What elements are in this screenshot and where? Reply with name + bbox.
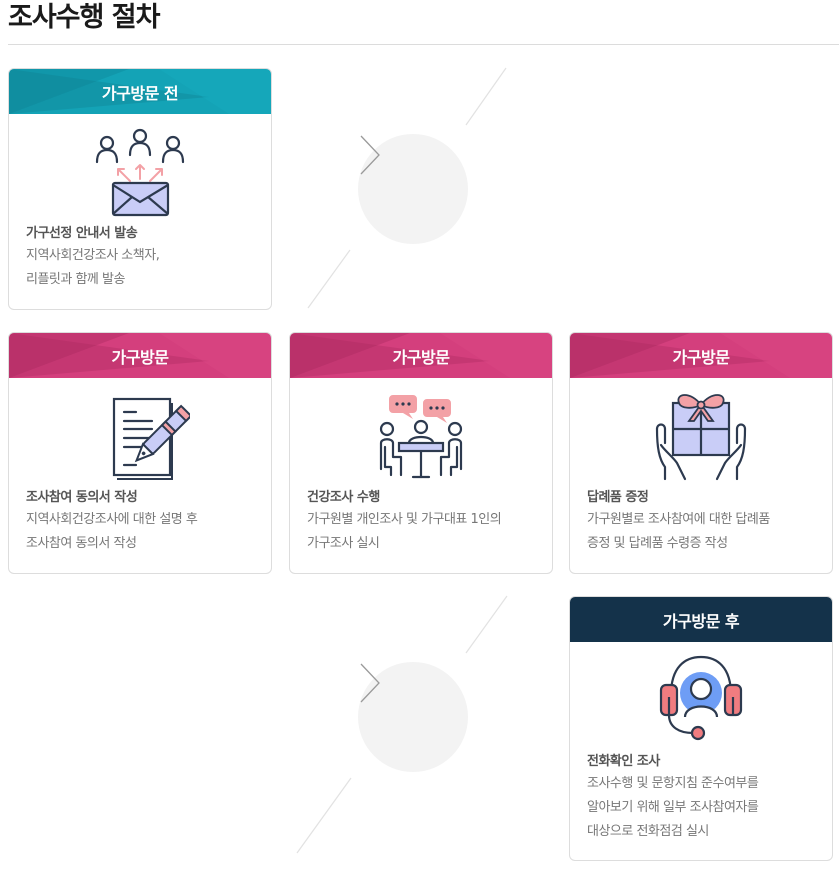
step-description: 지역사회건강조사 소책자, 리플릿과 함께 발송 xyxy=(26,248,160,287)
step-subtitle: 건강조사 수행 xyxy=(307,490,380,505)
headset-agent-icon xyxy=(570,642,832,752)
step-description: 가구원별 개인조사 및 가구대표 1인의 가구조사 실시 xyxy=(307,512,502,551)
page-title: 조사수행 절차 xyxy=(8,2,160,33)
step-card-after-visit: 가구방문 후 전화확인 조사 조사수행 및 문항지침 준수여부를 알아보기 위해… xyxy=(569,596,833,861)
connector-lines xyxy=(296,595,508,854)
next-arrow-button xyxy=(358,662,468,772)
step-header: 가구방문 xyxy=(570,333,832,378)
step-subtitle: 조사참여 동의서 작성 xyxy=(26,490,138,505)
step-connector xyxy=(290,60,530,320)
step-header-label: 가구방문 전 xyxy=(101,83,179,103)
chevron-right-icon xyxy=(360,663,380,703)
gift-hands-icon xyxy=(570,378,832,488)
step-description: 가구원별로 조사참여에 대한 답례품 증정 및 답례품 수령증 작성 xyxy=(587,512,770,551)
title-divider xyxy=(8,44,839,45)
step-header: 가구방문 전 xyxy=(9,69,271,114)
chevron-right-icon xyxy=(360,135,380,175)
meeting-table-icon xyxy=(290,378,552,488)
step-header-label: 가구방문 xyxy=(111,347,169,367)
step-header-label: 가구방문 xyxy=(672,347,730,367)
step-subtitle: 답례품 증정 xyxy=(587,490,649,505)
step-header: 가구방문 xyxy=(290,333,552,378)
step-subtitle: 가구선정 안내서 발송 xyxy=(26,226,138,241)
step-description: 조사수행 및 문항지침 준수여부를 알아보기 위해 일부 조사참여자를 대상으로… xyxy=(587,776,759,839)
step-subtitle: 전화확인 조사 xyxy=(587,754,660,769)
step-connector xyxy=(280,590,530,869)
step-header-label: 가구방문 xyxy=(392,347,450,367)
document-sign-icon xyxy=(9,378,271,488)
step-description: 지역사회건강조사에 대한 설명 후 조사참여 동의서 작성 xyxy=(26,512,198,551)
step-header-label: 가구방문 후 xyxy=(662,611,740,631)
step-card-before-visit: 가구방문 전 가구선정 안내서 발송 지 xyxy=(8,68,272,310)
step-card-consent: 가구방문 조사참여 동의서 작성 지역사회건강조사에 대한 xyxy=(8,332,272,574)
envelope-send-icon xyxy=(9,114,271,224)
next-arrow-button xyxy=(358,134,468,244)
step-card-gift: 가구방문 답례품 증정 가구원별로 조사참여에 대한 답례품 증정 및 답례품 … xyxy=(569,332,833,574)
step-header: 가구방문 후 xyxy=(570,597,832,642)
step-card-survey: 가구방문 xyxy=(289,332,553,574)
step-header: 가구방문 xyxy=(9,333,271,378)
connector-lines xyxy=(307,67,507,309)
